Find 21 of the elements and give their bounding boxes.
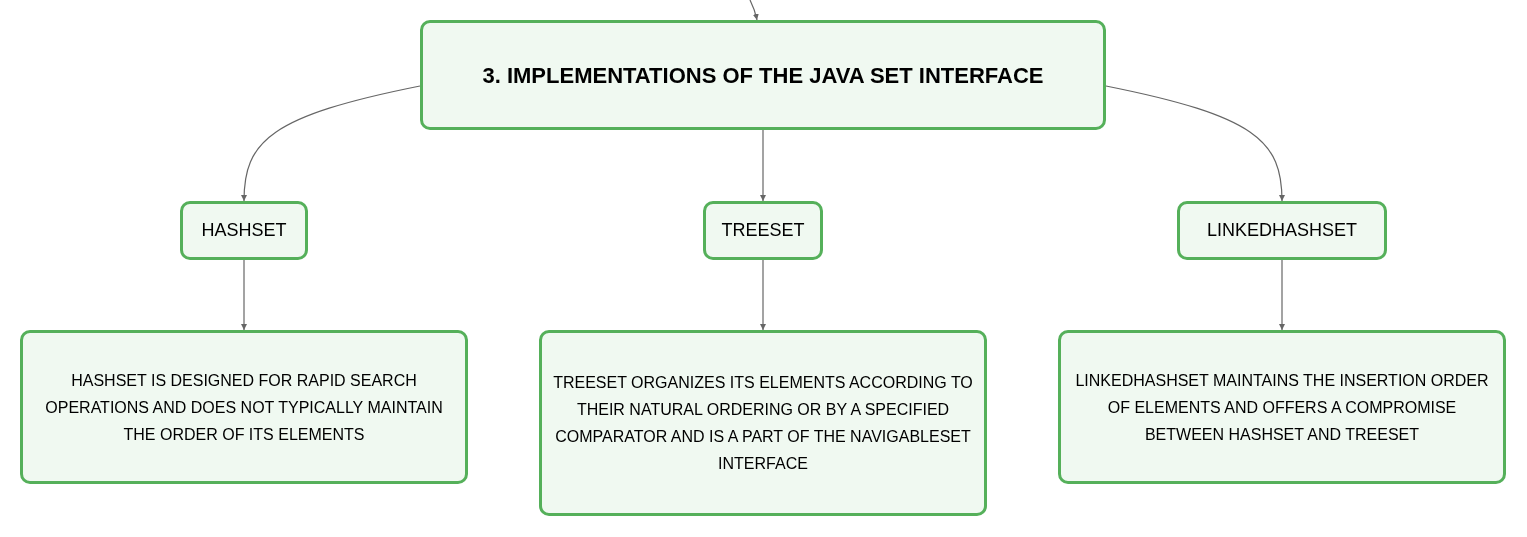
- description-box: [539, 330, 987, 516]
- subtopic-label: HASHSET: [201, 219, 287, 242]
- connector-arrow: [760, 129, 766, 202]
- connector-arrow: [241, 85, 421, 202]
- description-box: [1058, 330, 1506, 484]
- subtopic-label: TREESET: [721, 219, 805, 242]
- topic-box: [420, 20, 1106, 130]
- description-text: HASHSET IS DESIGNED FOR RAPID SEARCH OPERATIONS AND DOES NOT TYPICALLY MAINTAIN THE ORDER OF ITS ELEMENTS: [44, 370, 444, 445]
- connector-arrow: [760, 259, 766, 331]
- subtopic-box: [180, 201, 308, 260]
- subtopic-label: LINKEDHASHSET: [1206, 219, 1357, 242]
- topic-title: 3. IMPLEMENTATIONS OF THE JAVA SET INTERFACE: [482, 61, 1044, 90]
- description-box: [20, 330, 468, 484]
- description-text: TREESET ORGANIZES ITS ELEMENTS ACCORDING TO THEIR NATURAL ORDERING OR BY A SPECIFIED COMPARATOR AND IS A PART OF THE NAVIGABLESET INTERFACE: [552, 373, 974, 474]
- connector-arrow: [241, 259, 247, 331]
- subtopic-box: [703, 201, 823, 260]
- connector-arrow: [1279, 259, 1285, 331]
- subtopic-box: [1177, 201, 1387, 260]
- connector-arrow: [749, 0, 759, 21]
- description-text: LINKEDHASHSET MAINTAINS THE INSERTION ORDER OF ELEMENTS AND OFFERS A COMPROMISE BETWEEN HASHSET AND TREESET: [1074, 370, 1490, 445]
- connector-arrow: [1105, 85, 1285, 202]
